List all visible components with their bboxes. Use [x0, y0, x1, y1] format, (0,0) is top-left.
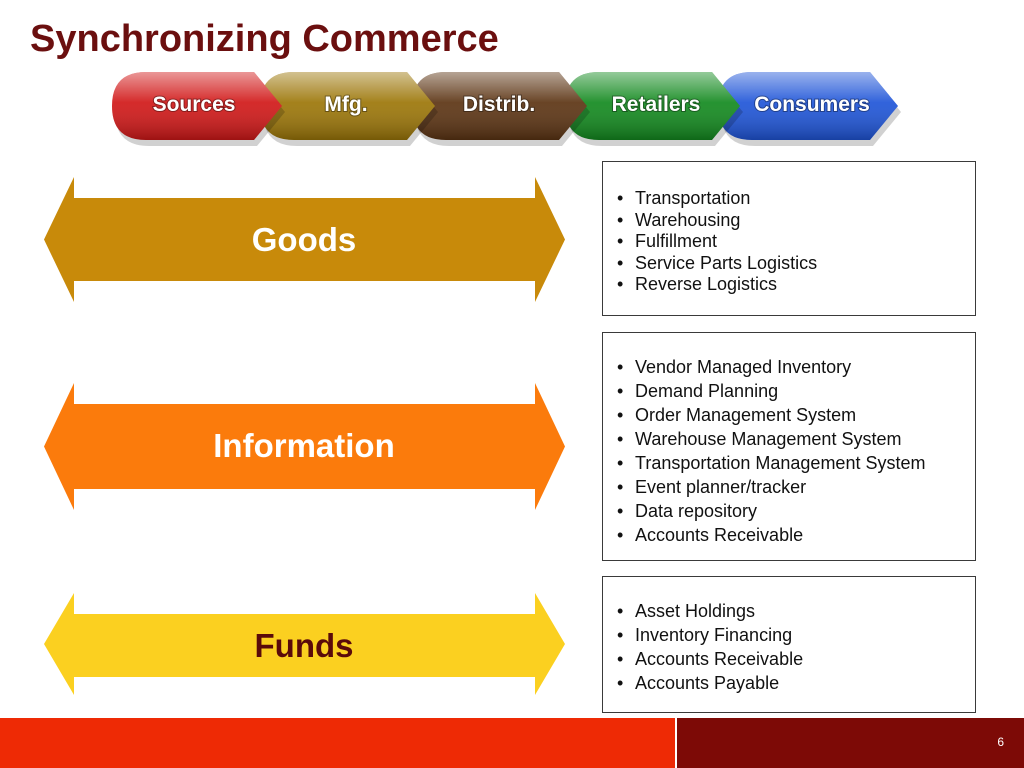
funds-details-box: Asset Holdings Inventory Financing Accou…: [602, 576, 976, 713]
chain-label-distrib: Distrib.: [463, 93, 535, 116]
chain-label-retailers: Retailers: [612, 93, 701, 116]
flow-arrow-goods: [44, 177, 565, 302]
chain-label-mfg: Mfg.: [324, 93, 367, 116]
page-number: 6: [997, 735, 1004, 749]
flow-label-goods: Goods: [252, 221, 357, 258]
list-item: Event planner/tracker: [617, 475, 975, 499]
list-item: Accounts Payable: [617, 671, 975, 695]
list-item: Accounts Receivable: [617, 647, 975, 671]
slide-title: Synchronizing Commerce: [30, 18, 499, 60]
list-item: Asset Holdings: [617, 599, 975, 623]
list-item: Inventory Financing: [617, 623, 975, 647]
list-item: Demand Planning: [617, 379, 975, 403]
footer-bar-right: [677, 718, 1024, 768]
list-item: Accounts Receivable: [617, 523, 975, 547]
chain-gloss-sources: [112, 72, 282, 140]
list-item: Transportation: [617, 188, 975, 210]
list-item: Service Parts Logistics: [617, 253, 975, 275]
chain-gloss-retailers: [565, 72, 740, 140]
information-details-box: Vendor Managed Inventory Demand Planning…: [602, 332, 976, 561]
flow-label-funds: Funds: [255, 627, 354, 664]
chain-label-consumers: Consumers: [754, 93, 870, 116]
list-item: Fulfillment: [617, 231, 975, 253]
list-item: Data repository: [617, 499, 975, 523]
flow-arrow-funds: [44, 593, 565, 695]
list-item: Order Management System: [617, 403, 975, 427]
list-item: Warehousing: [617, 210, 975, 232]
chain-label-sources: Sources: [153, 93, 236, 116]
footer-bar-left: [0, 718, 675, 768]
flow-arrow-information: [44, 383, 565, 510]
list-item: Transportation Management System: [617, 451, 975, 475]
chain-gloss-consumers: [718, 72, 898, 140]
supply-chain-arrows: Sources Mfg. Distrib. Retailers Consumer…: [112, 72, 901, 146]
flow-arrows: Goods Information Funds: [44, 177, 565, 695]
chain-gloss-distrib: [412, 72, 587, 140]
flow-label-information: Information: [213, 427, 394, 464]
list-item: Warehouse Management System: [617, 427, 975, 451]
list-item: Reverse Logistics: [617, 274, 975, 296]
chain-gloss-mfg: [260, 72, 435, 140]
goods-details-box: Transportation Warehousing Fulfillment S…: [602, 161, 976, 316]
list-item: Vendor Managed Inventory: [617, 355, 975, 379]
